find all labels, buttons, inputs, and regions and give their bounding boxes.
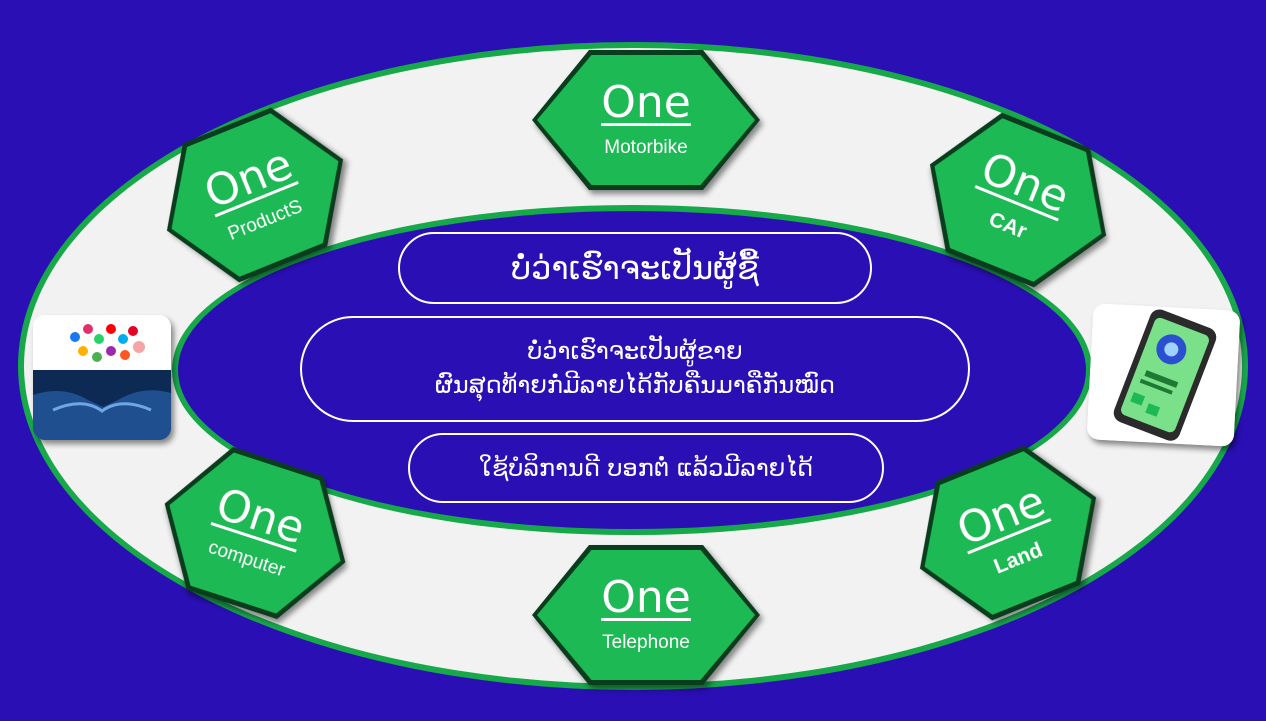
- seller-text-line2: ຜົນສຸດທ້າຍກໍ່ມີລາຍໄດ້ກັບຄືນມາຄືກັນໝົດ: [435, 371, 835, 399]
- buyer-text: ບໍ່ວ່າເຮົາຈະເປັນຜູ້ຊື້: [511, 249, 759, 287]
- seller-text-line1: ບໍ່ວ່າເຮົາຈະເປັນຜູ້ຂາຍ: [527, 337, 743, 366]
- phone-image: [1086, 303, 1241, 447]
- hex-telephone: One Telephone: [532, 545, 760, 685]
- service-text: ໃຊ້ບໍລິການດີ ບອກຕໍ່ ແລ້ວມີລາຍໄດ້: [478, 454, 814, 482]
- hex-land-label: Land: [990, 538, 1046, 579]
- hex-motorbike: One Motorbike: [532, 50, 760, 190]
- seller-pill: ບໍ່ວ່າເຮົາຈະເປັນຜູ້ຂາຍ ຜົນສຸດທ້າຍກໍ່ມີລາ…: [300, 316, 970, 422]
- service-pill: ໃຊ້ບໍລິການດີ ບອກຕໍ່ ແລ້ວມີລາຍໄດ້: [408, 433, 884, 503]
- hex-car-label: CAr: [985, 207, 1030, 244]
- phone-icon: [1086, 303, 1241, 447]
- hex-one-label: One: [973, 142, 1077, 224]
- hex-motorbike-label: Motorbike: [604, 137, 688, 158]
- buyer-pill: ບໍ່ວ່າເຮົາຈະເປັນຜູ້ຊື້: [398, 232, 872, 304]
- hex-one-label: One: [601, 572, 691, 623]
- handshake-image: [33, 315, 171, 440]
- hex-one-label: One: [601, 77, 691, 128]
- hex-telephone-label: Telephone: [602, 632, 690, 653]
- handshake-icon: [33, 315, 171, 440]
